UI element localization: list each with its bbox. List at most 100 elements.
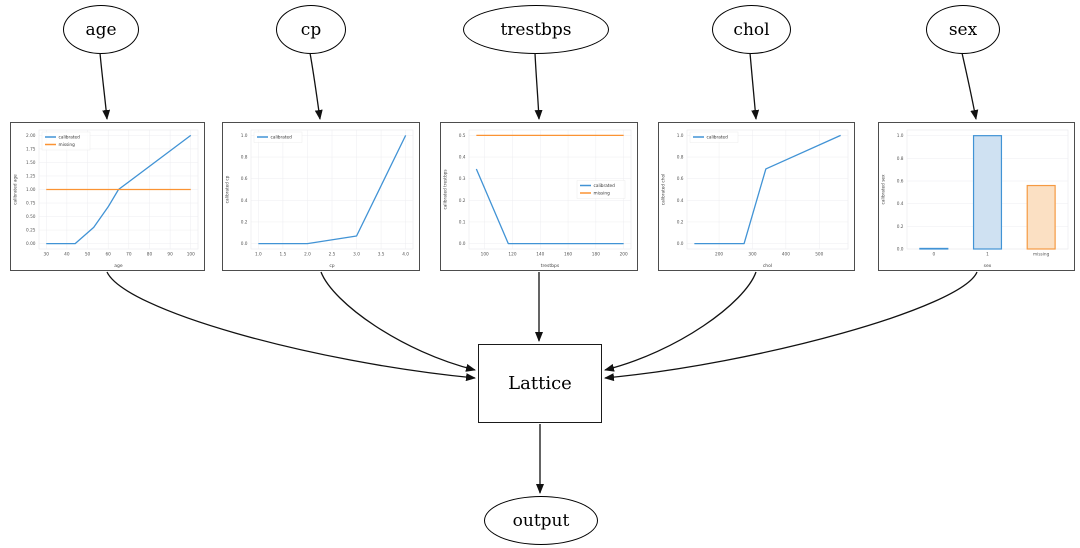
svg-text:400: 400 [782, 252, 790, 258]
svg-text:160: 160 [564, 252, 572, 258]
svg-text:300: 300 [748, 252, 756, 258]
svg-text:0.2: 0.2 [897, 224, 904, 230]
svg-text:0.3: 0.3 [459, 176, 466, 182]
output-node: output [484, 496, 598, 545]
svg-text:0.0: 0.0 [677, 241, 684, 247]
svg-text:30: 30 [44, 252, 50, 258]
lattice-node: Lattice [478, 344, 602, 423]
svg-text:0: 0 [932, 252, 935, 258]
svg-text:1.5: 1.5 [280, 252, 287, 258]
input-node-age: age [63, 5, 139, 54]
svg-text:40: 40 [64, 252, 70, 258]
svg-text:1.50: 1.50 [26, 160, 36, 166]
svg-text:trestbps: trestbps [541, 263, 560, 269]
input-node-trestbps-label: trestbps [500, 19, 572, 40]
svg-text:0.1: 0.1 [459, 219, 466, 225]
edge-age-calibrator-to-lattice [106, 271, 476, 382]
svg-text:0.0: 0.0 [241, 241, 248, 247]
svg-text:sex: sex [984, 264, 992, 269]
svg-text:1.0: 1.0 [677, 133, 684, 139]
svg-text:calibrated: calibrated [271, 135, 293, 141]
svg-text:140: 140 [536, 252, 544, 258]
svg-text:chol: chol [763, 263, 772, 269]
svg-text:calibrated cp: calibrated cp [225, 175, 231, 203]
svg-text:0.8: 0.8 [677, 155, 684, 161]
svg-text:1: 1 [986, 252, 989, 258]
svg-text:0.0: 0.0 [897, 247, 904, 253]
svg-text:200: 200 [620, 252, 628, 258]
svg-text:0.4: 0.4 [241, 198, 248, 204]
edge-cp-to-calibrator [309, 52, 323, 120]
svg-text:calibrated: calibrated [59, 135, 81, 141]
svg-text:calibrated chol: calibrated chol [661, 174, 667, 206]
svg-text:1.25: 1.25 [26, 173, 36, 179]
svg-text:calibrated sex: calibrated sex [881, 174, 887, 204]
svg-text:100: 100 [481, 252, 489, 258]
svg-text:missing: missing [594, 191, 611, 197]
svg-text:500: 500 [815, 252, 823, 258]
svg-text:2.0: 2.0 [304, 252, 311, 258]
edge-chol-to-calibrator [749, 52, 760, 120]
input-node-chol: chol [712, 5, 791, 54]
input-node-sex-label: sex [948, 19, 978, 40]
svg-text:2.5: 2.5 [329, 252, 336, 258]
output-node-label: output [512, 510, 570, 531]
svg-text:4.0: 4.0 [402, 252, 409, 258]
svg-text:0.75: 0.75 [26, 201, 36, 207]
edge-sex-calibrator-to-lattice [604, 271, 978, 382]
svg-text:calibrated age: calibrated age [13, 174, 19, 205]
svg-text:1.0: 1.0 [241, 133, 248, 139]
svg-text:0.6: 0.6 [897, 179, 904, 185]
svg-text:1.00: 1.00 [26, 187, 36, 193]
svg-text:0.00: 0.00 [26, 241, 36, 247]
svg-text:0.6: 0.6 [677, 176, 684, 182]
input-node-sex: sex [926, 5, 1000, 54]
svg-text:0.8: 0.8 [241, 155, 248, 161]
svg-text:1.75: 1.75 [26, 146, 36, 152]
svg-text:age: age [114, 264, 123, 269]
edge-cp-calibrator-to-lattice [320, 271, 476, 372]
input-node-trestbps: trestbps [463, 5, 609, 54]
svg-text:0.4: 0.4 [459, 155, 466, 161]
svg-text:0.4: 0.4 [677, 198, 684, 204]
input-node-age-label: age [85, 19, 117, 40]
svg-text:1.0: 1.0 [897, 133, 904, 139]
svg-text:0.4: 0.4 [897, 201, 904, 207]
svg-text:missing: missing [59, 142, 76, 148]
edge-trestbps-to-calibrator [534, 52, 543, 120]
svg-text:50: 50 [85, 252, 91, 258]
svg-text:1.0: 1.0 [255, 252, 262, 258]
svg-text:0.8: 0.8 [897, 156, 904, 162]
edge-age-to-calibrator [99, 52, 111, 120]
calibrator-chart-trestbps: 0.0 0.1 0.2 0.3 0.4 0.5 100 120 140 160 180 200 tres… [440, 122, 638, 271]
svg-text:180: 180 [592, 252, 600, 258]
input-node-cp-label: cp [300, 19, 322, 40]
svg-text:100: 100 [187, 252, 195, 258]
svg-text:2.00: 2.00 [26, 133, 36, 139]
svg-text:missing: missing [1033, 252, 1050, 258]
svg-text:3.5: 3.5 [378, 252, 385, 258]
calibrator-chart-sex: 0.0 0.2 0.4 0.6 0.8 1.0 0 1 missing sex calibrated… [878, 122, 1075, 271]
input-node-cp: cp [276, 5, 346, 54]
svg-text:60: 60 [105, 252, 111, 258]
svg-text:0.0: 0.0 [459, 241, 466, 247]
svg-text:120: 120 [508, 252, 516, 258]
edge-chol-calibrator-to-lattice [604, 271, 757, 372]
svg-text:0.5: 0.5 [459, 133, 466, 139]
edge-sex-to-calibrator [961, 52, 979, 120]
calibration-plot-trestbps: 0.0 0.1 0.2 0.3 0.4 0.5 100 120 140 160 180 200 tres… [443, 129, 632, 269]
lattice-node-label: Lattice [508, 373, 572, 394]
svg-text:calibrated: calibrated [707, 135, 729, 141]
svg-text:calibrated: calibrated [594, 183, 616, 189]
svg-text:0.2: 0.2 [459, 198, 466, 204]
svg-text:0.50: 0.50 [26, 214, 36, 220]
svg-text:calibrated trestbps: calibrated trestbps [443, 169, 449, 209]
svg-text:cp: cp [329, 264, 334, 269]
